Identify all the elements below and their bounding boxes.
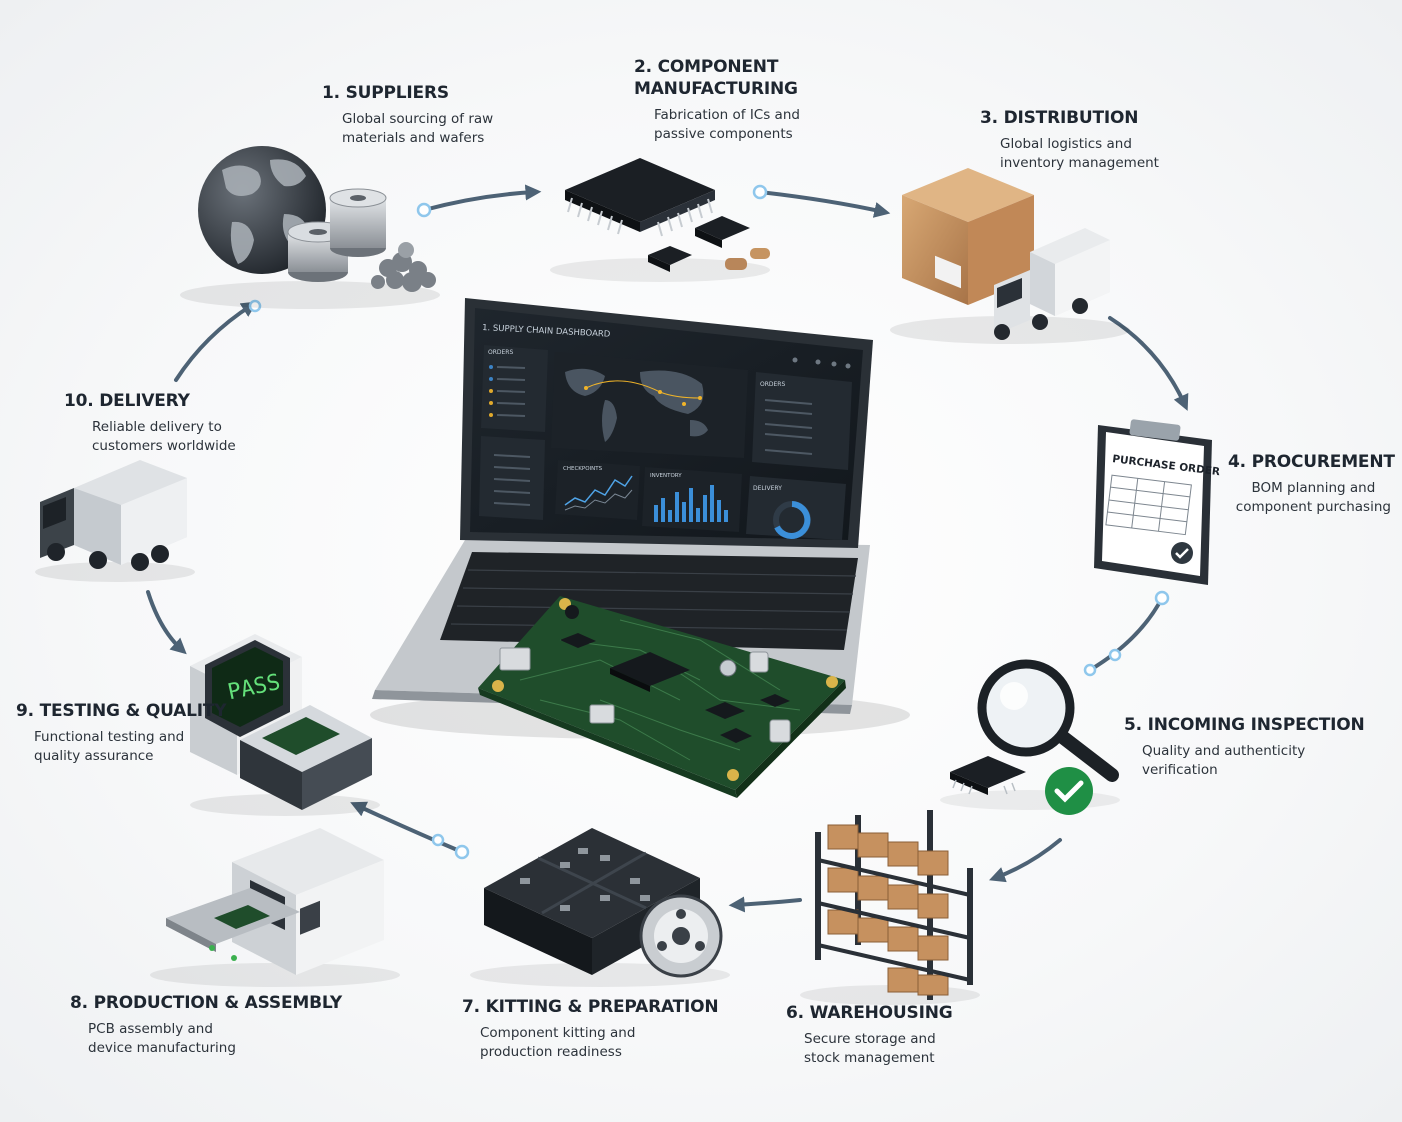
dashboard-orders-label-right: ORDERS: [760, 381, 785, 388]
approved-check-icon: [1045, 767, 1093, 815]
kitting-illustration: [470, 828, 730, 987]
component-reel-icon: [641, 896, 721, 976]
arrow-10-to-1: [176, 305, 252, 380]
distribution-illustration: [890, 168, 1130, 344]
step-description: Quality and authenticity verification: [1124, 742, 1365, 780]
step-description: Fabrication of ICs and passive component…: [634, 106, 800, 144]
step-title: 5. INCOMING INSPECTION: [1124, 714, 1365, 736]
magnifier-icon: [982, 664, 1112, 775]
step-description: Global sourcing of raw materials and waf…: [322, 110, 493, 148]
step-incoming-inspection: 5. INCOMING INSPECTION Quality and authe…: [1124, 714, 1365, 780]
inspected-chip-icon: [950, 756, 1026, 795]
arrow-9-to-10: [148, 592, 182, 650]
step-production-assembly: 8. PRODUCTION & ASSEMBLY PCB assembly an…: [70, 992, 342, 1058]
dashboard-delivery-label: DELIVERY: [753, 485, 782, 492]
inspection-illustration: [940, 664, 1120, 815]
suppliers-illustration: [180, 146, 440, 309]
arrow-4-to-5: [1090, 598, 1162, 670]
step-delivery: 10. DELIVERY Reliable delivery to custom…: [64, 390, 236, 456]
dashboard-world-map: [551, 352, 748, 458]
checkmark-icon: [1171, 542, 1193, 564]
dashboard-right-panel: ORDERS DELIVERY: [746, 372, 852, 540]
step-description: BOM planning and component purchasing: [1228, 479, 1395, 517]
assembly-machine-icon: [166, 828, 384, 975]
step-title: 7. KITTING & PREPARATION: [462, 996, 718, 1018]
arrow-2-to-3: [760, 192, 884, 212]
step-title: 10. DELIVERY: [64, 390, 236, 412]
step-title: 3. DISTRIBUTION: [980, 107, 1159, 129]
step-description: Secure storage and stock management: [786, 1030, 953, 1068]
dashboard-bar-chart: INVENTORY: [642, 467, 742, 532]
step-suppliers: 1. SUPPLIERS Global sourcing of raw mate…: [322, 82, 493, 148]
warehouse-illustration: [800, 810, 980, 1005]
step-description: Global logistics and inventory managemen…: [980, 135, 1159, 173]
arrow-7-to-8: [356, 805, 462, 852]
dashboard-line-chart: CHECKPOINTS: [555, 460, 640, 520]
step-distribution: 3. DISTRIBUTION Global logistics and inv…: [980, 107, 1159, 173]
step-description: Functional testing and quality assurance: [16, 728, 226, 766]
clipboard-icon: PURCHASE ORDER: [1094, 419, 1221, 585]
step-kitting-preparation: 7. KITTING & PREPARATION Component kitti…: [462, 996, 718, 1062]
dashboard-chart-left-label: CHECKPOINTS: [563, 466, 603, 472]
ic-chip-icon: [565, 158, 715, 236]
step-title: 1. SUPPLIERS: [322, 82, 493, 104]
arrow-1-to-2: [424, 192, 535, 210]
delivery-illustration: [35, 460, 195, 582]
step-description: Reliable delivery to customers worldwide: [64, 418, 236, 456]
delivery-truck-icon: [40, 460, 187, 571]
step-title: 4. PROCUREMENT: [1228, 451, 1395, 473]
dashboard-orders-label: ORDERS: [488, 349, 513, 356]
arrow-5-to-6: [995, 840, 1060, 878]
step-title: 2. COMPONENT MANUFACTURING: [634, 56, 800, 100]
step-title: 6. WAREHOUSING: [786, 1002, 953, 1024]
arrow-6-to-7: [735, 900, 800, 905]
step-procurement: 4. PROCUREMENT BOM planning and componen…: [1228, 451, 1395, 517]
step-testing-quality: 9. TESTING & QUALITY Functional testing …: [16, 700, 226, 766]
step-warehousing: 6. WAREHOUSING Secure storage and stock …: [786, 1002, 953, 1068]
step-title: 8. PRODUCTION & ASSEMBLY: [70, 992, 342, 1014]
procurement-illustration: PURCHASE ORDER: [1094, 419, 1221, 585]
dashboard-chart-right-label: INVENTORY: [650, 473, 682, 479]
component-illustration: [550, 158, 770, 282]
step-description: PCB assembly and device manufacturing: [70, 1020, 342, 1058]
step-title: 9. TESTING & QUALITY: [16, 700, 226, 722]
step-component-manufacturing: 2. COMPONENT MANUFACTURING Fabrication o…: [634, 56, 800, 144]
step-description: Component kitting and production readine…: [462, 1024, 718, 1062]
assembly-illustration: [150, 828, 400, 987]
